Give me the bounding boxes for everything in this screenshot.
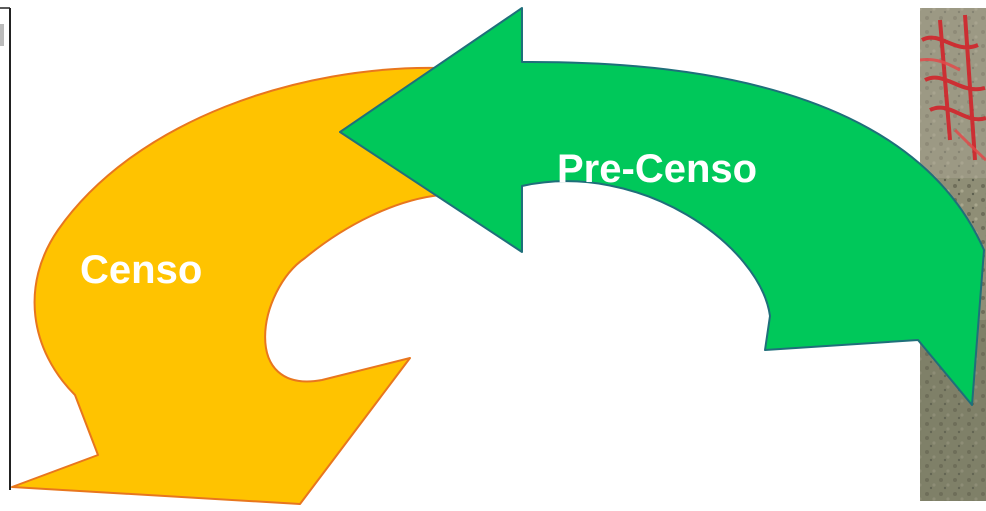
left-frame xyxy=(0,7,11,490)
pre-censo-label: Pre-Censo xyxy=(557,147,757,191)
pre-censo-arrow xyxy=(339,7,985,406)
censo-arrow xyxy=(11,66,441,505)
censo-label: Censo xyxy=(80,248,202,292)
